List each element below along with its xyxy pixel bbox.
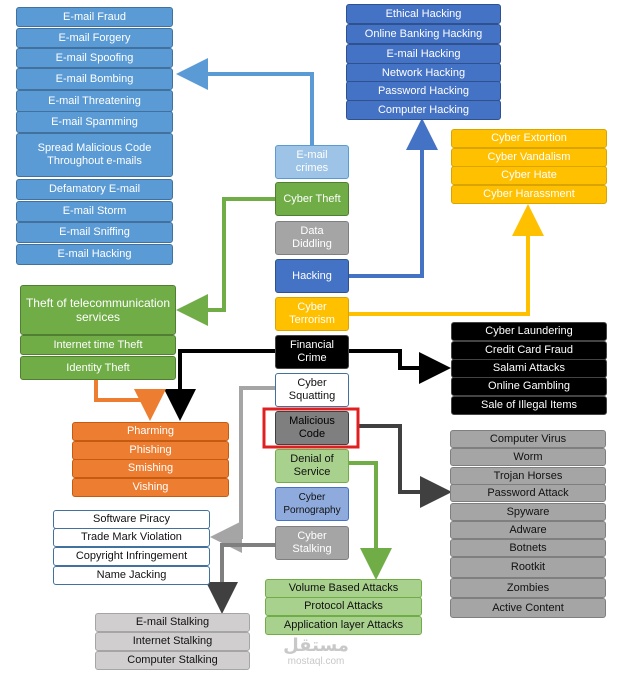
password-attack: Password Attack xyxy=(450,484,606,502)
computer-stalking: Computer Stalking xyxy=(95,651,250,670)
cyber-laundering: Cyber Laundering xyxy=(451,322,607,341)
phishing: Phishing xyxy=(72,441,229,460)
online-banking-hacking: Online Banking Hacking xyxy=(346,24,501,44)
spyware: Spyware xyxy=(450,503,606,521)
credit-card-fraud: Credit Card Fraud xyxy=(451,341,607,360)
salami-attacks: Salami Attacks xyxy=(451,359,607,378)
rootkit: Rootkit xyxy=(450,557,606,578)
node-cyber-theft: Cyber Theft xyxy=(275,182,349,216)
cyber-vandalism: Cyber Vandalism xyxy=(451,148,607,167)
node-hacking: Hacking xyxy=(275,259,349,293)
node-financial-crime: Financial Crime xyxy=(275,335,349,369)
copyright-infringement: Copyright Infringement xyxy=(53,547,210,566)
node-cyber-stalking: Cyber Stalking xyxy=(275,526,349,560)
email-stalking: E-mail Stalking xyxy=(95,613,250,632)
arrow-email-crimes xyxy=(176,58,314,146)
node-data-diddling: Data Diddling xyxy=(275,221,349,255)
trade-mark-violation: Trade Mark Violation xyxy=(53,528,210,547)
arrow-cyber-theft xyxy=(176,197,275,326)
worm: Worm xyxy=(450,448,606,466)
node-cyber-terrorism: Cyber Terrorism xyxy=(275,297,349,331)
email-storm: E-mail Storm xyxy=(16,201,173,222)
spread-malicious-code: Spread Malicious Code Throughout e-mails xyxy=(16,133,173,177)
online-gambling: Online Gambling xyxy=(451,377,607,396)
name-jacking: Name Jacking xyxy=(53,566,210,585)
node-cyber-squatting: Cyber Squatting xyxy=(275,373,349,407)
email-forgery: E-mail Forgery xyxy=(16,28,173,48)
watermark-arabic: مستقل xyxy=(283,635,349,656)
ethical-hacking: Ethical Hacking xyxy=(346,4,501,24)
watermark: مستقل mostaql.com xyxy=(276,636,356,668)
software-piracy: Software Piracy xyxy=(53,510,210,529)
volume-based-attacks: Volume Based Attacks xyxy=(265,579,422,598)
network-hacking: Network Hacking xyxy=(346,63,501,83)
email-spoofing: E-mail Spoofing xyxy=(16,48,173,68)
email-bombing: E-mail Bombing xyxy=(16,68,173,90)
sale-of-illegal-items: Sale of Illegal Items xyxy=(451,396,607,415)
email-hacking: E-mail Hacking xyxy=(346,44,501,64)
email-sniffing: E-mail Sniffing xyxy=(16,222,173,243)
arrow-malicious-code xyxy=(358,424,452,508)
theft-telecom-services: Theft of telecommunication services xyxy=(20,285,176,335)
protocol-attacks: Protocol Attacks xyxy=(265,597,422,616)
email-spamming: E-mail Spamming xyxy=(16,111,173,133)
computer-hacking: Computer Hacking xyxy=(346,100,501,120)
internet-time-theft: Internet time Theft xyxy=(20,335,176,355)
email-fraud: E-mail Fraud xyxy=(16,7,173,27)
cyber-harassment: Cyber Harassment xyxy=(451,185,607,204)
adware: Adware xyxy=(450,521,606,539)
cyber-extortion: Cyber Extortion xyxy=(451,129,607,148)
arrow-financial-to-phishing xyxy=(164,349,275,421)
active-content: Active Content xyxy=(450,598,606,618)
vishing: Vishing xyxy=(72,478,229,497)
arrow-cyber-stalking xyxy=(206,543,275,614)
identity-theft: Identity Theft xyxy=(20,356,176,380)
trojan-horses: Trojan Horses xyxy=(450,467,606,485)
cyber-hate: Cyber Hate xyxy=(451,166,607,185)
pharming: Pharming xyxy=(72,422,229,441)
node-denial-of-service: Denial of Service xyxy=(275,449,349,483)
email-hacking-left: E-mail Hacking xyxy=(16,244,173,265)
node-cyber-pornography: Cyber Pornography xyxy=(275,487,349,521)
email-threatening: E-mail Threatening xyxy=(16,90,173,112)
botnets: Botnets xyxy=(450,539,606,557)
node-email-crimes: E-mail crimes xyxy=(275,145,349,179)
defamatory-email: Defamatory E-mail xyxy=(16,179,173,200)
internet-stalking: Internet Stalking xyxy=(95,632,250,651)
node-malicious-code: Malicious Code xyxy=(275,411,349,445)
arrow-cyber-squatting xyxy=(210,386,275,553)
smishing: Smishing xyxy=(72,459,229,478)
arrow-hacking xyxy=(349,118,438,278)
arrow-denial-of-service xyxy=(349,461,392,580)
malicious-code-highlight xyxy=(262,407,360,449)
arrow-identity-theft xyxy=(94,380,166,421)
computer-virus: Computer Virus xyxy=(450,430,606,448)
arrow-financial-crime xyxy=(349,349,451,384)
application-layer-attacks: Application layer Attacks xyxy=(265,616,422,635)
watermark-latin: mostaql.com xyxy=(287,656,345,667)
password-hacking: Password Hacking xyxy=(346,81,501,101)
arrow-cyber-terrorism xyxy=(349,204,544,316)
zombies: Zombies xyxy=(450,578,606,598)
